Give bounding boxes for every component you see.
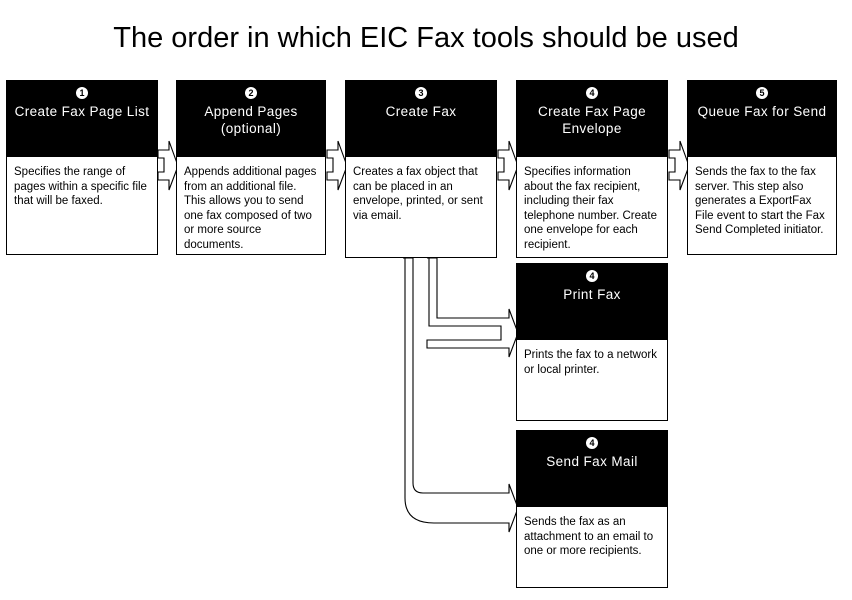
node-header: 2 Append Pages (optional) xyxy=(177,81,325,157)
step-number-badge: 2 xyxy=(245,87,257,99)
node-description: Specifies information about the fax reci… xyxy=(517,157,667,257)
node-title: Print Fax xyxy=(563,287,621,302)
node-title: Create Fax xyxy=(385,104,457,119)
node-title: Append Pages (optional) xyxy=(204,104,298,136)
arrow-2-to-3-icon xyxy=(326,140,348,191)
node-create-fax-page-list[interactable]: 1 Create Fax Page List Specifies the ran… xyxy=(6,80,158,255)
node-description: Sends the fax as an attachment to an ema… xyxy=(517,507,667,565)
node-title: Create Fax Page List xyxy=(14,104,150,119)
step-number-badge: 4 xyxy=(586,437,598,449)
node-header: 4 Send Fax Mail xyxy=(517,431,667,507)
node-queue-fax-for-send[interactable]: 5 Queue Fax for Send Sends the fax to th… xyxy=(687,80,837,255)
step-number-badge: 1 xyxy=(76,87,88,99)
node-create-fax-page-envelope[interactable]: 4 Create Fax Page Envelope Specifies inf… xyxy=(516,80,668,258)
step-number-badge: 5 xyxy=(756,87,768,99)
node-title: Queue Fax for Send xyxy=(697,104,827,119)
page-title: The order in which EIC Fax tools should … xyxy=(113,22,739,54)
node-header: 4 Print Fax xyxy=(517,264,667,340)
step-number-badge: 4 xyxy=(586,87,598,99)
arrow-3-to-print-fax-icon xyxy=(426,257,519,358)
node-description: Appends additional pages from an additio… xyxy=(177,157,325,254)
step-number-badge: 4 xyxy=(586,270,598,282)
node-header: 1 Create Fax Page List xyxy=(7,81,157,157)
node-send-fax-mail[interactable]: 4 Send Fax Mail Sends the fax as an atta… xyxy=(516,430,668,588)
node-description: Specifies the range of pages within a sp… xyxy=(7,157,157,215)
node-description: Prints the fax to a network or local pri… xyxy=(517,340,667,383)
node-header: 4 Create Fax Page Envelope xyxy=(517,81,667,157)
arrow-4-to-5-icon xyxy=(668,140,690,191)
node-print-fax[interactable]: 4 Print Fax Prints the fax to a network … xyxy=(516,263,668,421)
node-header: 5 Queue Fax for Send xyxy=(688,81,836,157)
node-header: 3 Create Fax xyxy=(346,81,496,157)
arrow-3-to-4-icon xyxy=(497,140,519,191)
node-create-fax[interactable]: 3 Create Fax Creates a fax object that c… xyxy=(345,80,497,258)
node-title: Send Fax Mail xyxy=(546,454,638,469)
node-description: Creates a fax object that can be placed … xyxy=(346,157,496,229)
step-number-badge: 3 xyxy=(415,87,427,99)
node-title: Create Fax Page Envelope xyxy=(537,104,647,136)
arrow-1-to-2-icon xyxy=(157,140,179,191)
node-append-pages[interactable]: 2 Append Pages (optional) Appends additi… xyxy=(176,80,326,255)
node-description: Sends the fax to the fax server. This st… xyxy=(688,157,836,244)
arrow-3-to-send-fax-mail-icon xyxy=(403,257,519,533)
